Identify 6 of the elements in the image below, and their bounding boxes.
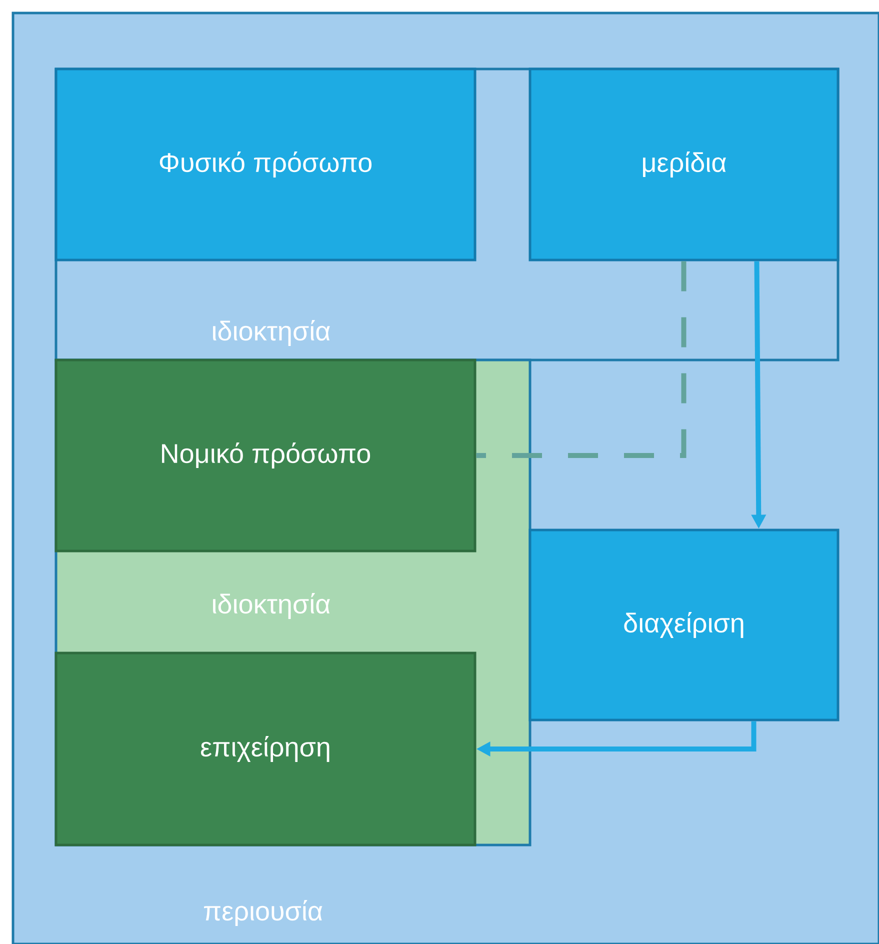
- text-box: Νομικό πρόσωπο: [54, 358, 476, 552]
- text-box: Φυσικό πρόσωπο: [54, 68, 476, 262]
- text-box: διαχείριση: [528, 528, 840, 722]
- dashed-line: [476, 261, 686, 458]
- text-box: μερίδια: [528, 68, 840, 262]
- text-box: επιχείρηση: [54, 652, 476, 846]
